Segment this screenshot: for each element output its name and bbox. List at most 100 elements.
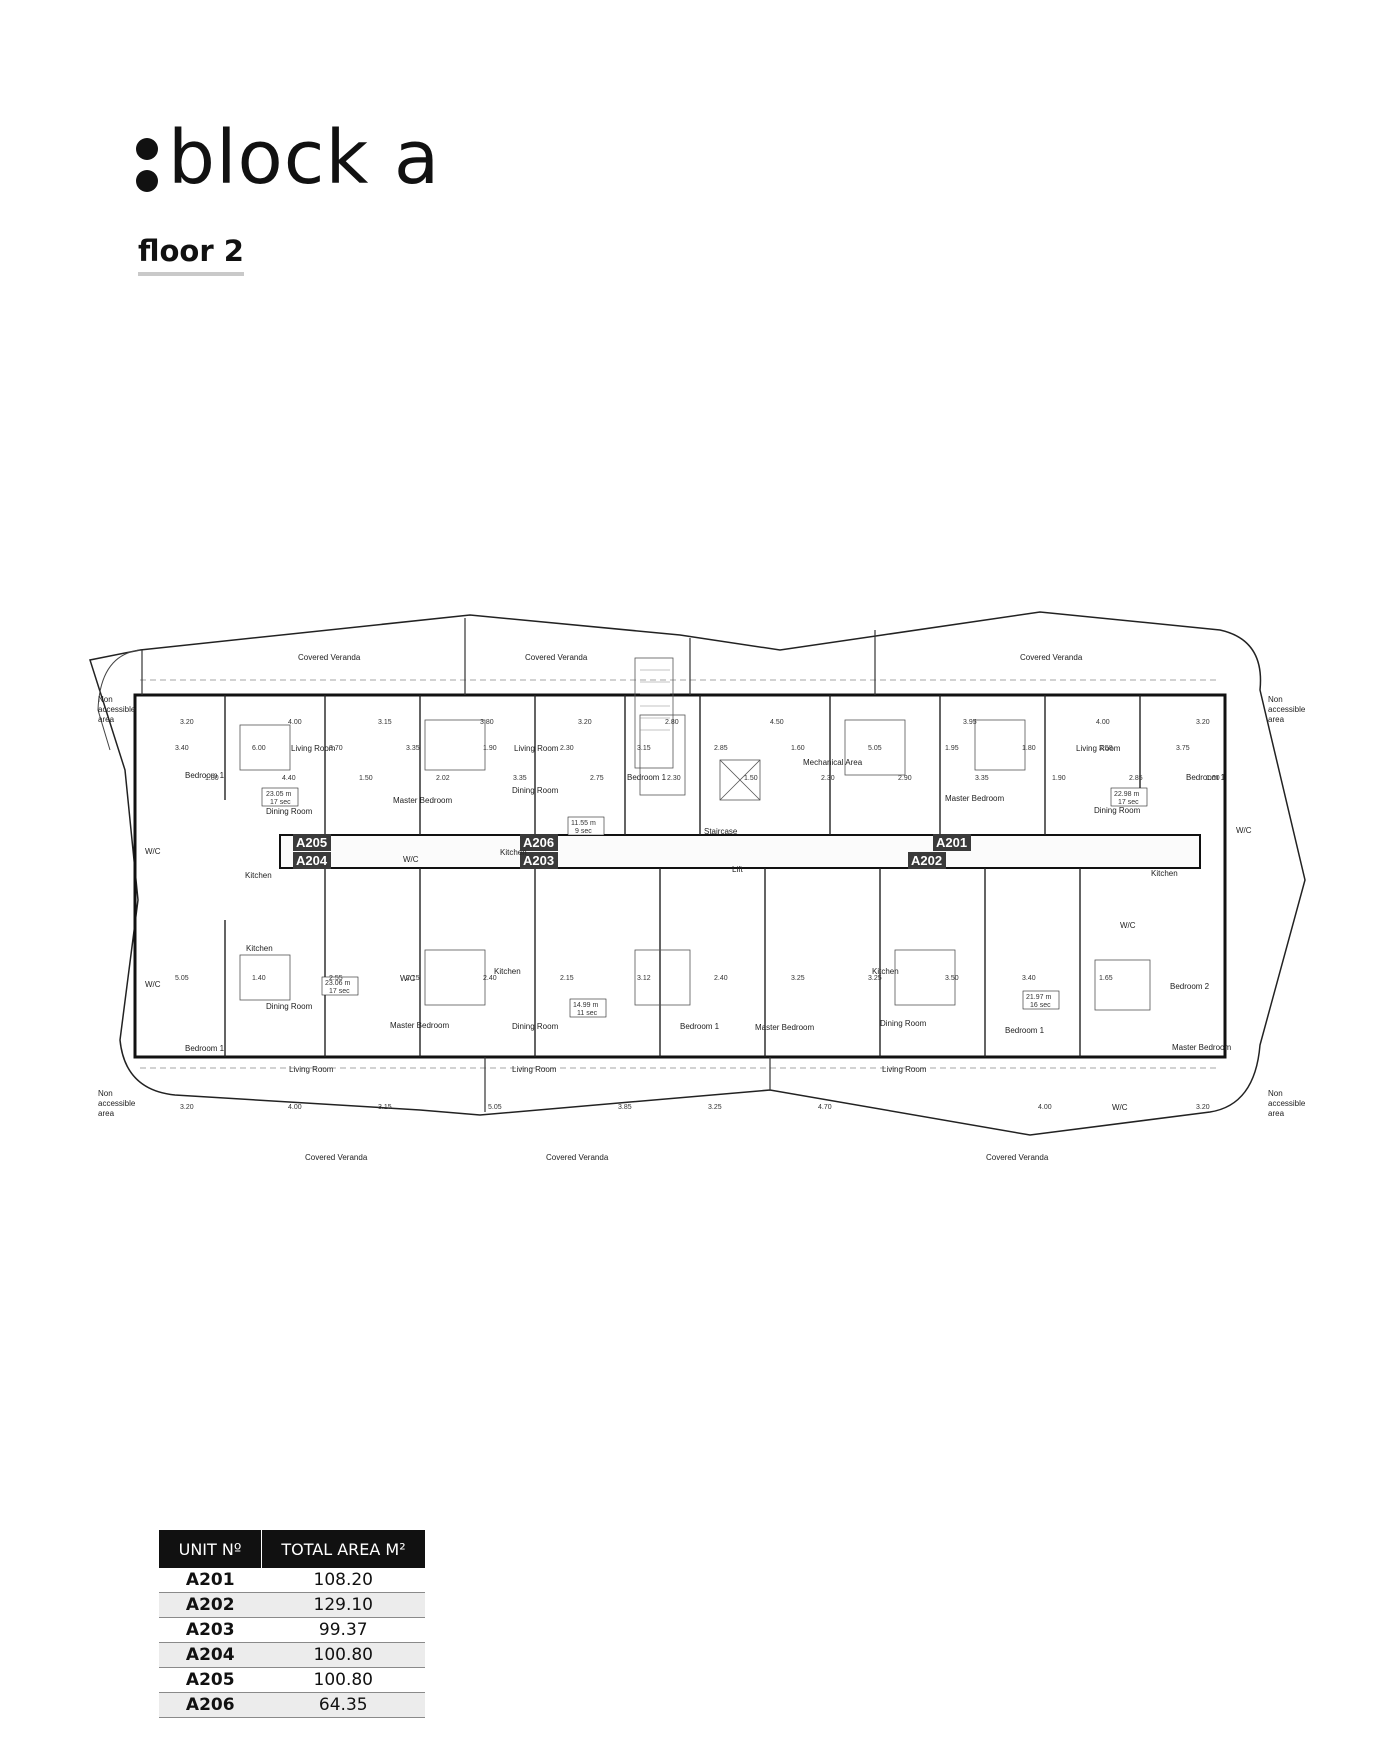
dimension-label: 2.02	[436, 775, 450, 782]
room-label: Dining Room	[512, 1022, 559, 1031]
building-outline	[89, 611, 1306, 1136]
svg-text:A202: A202	[911, 853, 942, 868]
brand-dots-icon	[136, 126, 158, 192]
room-label: Kitchen	[500, 848, 527, 857]
dimension-label: 2.85	[1129, 775, 1143, 782]
dimension-label: 1.50	[744, 775, 758, 782]
unit-cell: A206	[159, 1692, 262, 1718]
dimension-label: 3.12	[637, 975, 651, 982]
unit-tag-a204: A204	[293, 852, 331, 869]
room-label: area	[1268, 1109, 1285, 1118]
dimension-label: 1.90	[1052, 775, 1066, 782]
room-label: accessible	[98, 1099, 136, 1108]
dimension-label: 2.75	[590, 775, 604, 782]
dimension-label: 3.95	[963, 719, 977, 726]
unit-tag-a206: A206	[520, 834, 558, 851]
brand-title: block a	[168, 115, 441, 201]
room-label: Covered Veranda	[525, 653, 588, 662]
room-label: Dining Room	[880, 1019, 927, 1028]
svg-text:A204: A204	[296, 853, 328, 868]
svg-text:17 sec: 17 sec	[329, 988, 350, 995]
room-label: Bedroom 2	[1170, 982, 1210, 991]
unit-cell: A204	[159, 1642, 262, 1668]
unit-tag-a201: A201	[933, 834, 971, 851]
dimension-label: 5.05	[175, 975, 189, 982]
room-label: Non	[98, 1089, 113, 1098]
dimension-label: 4.00	[288, 719, 302, 726]
dimension-label: 2.90	[898, 775, 912, 782]
svg-text:A201: A201	[936, 835, 967, 850]
room-label: accessible	[1268, 705, 1306, 714]
room-label: Bedroom 1	[1005, 1026, 1045, 1035]
room-label: area	[98, 715, 115, 724]
dimension-label: 3.35	[406, 745, 420, 752]
room-label: Living Room	[1076, 744, 1121, 753]
dimension-label: 3.20	[578, 719, 592, 726]
room-label: W/C	[403, 855, 419, 864]
dimension-label: 1.95	[945, 745, 959, 752]
area-cell: 99.37	[261, 1617, 425, 1643]
svg-text:11.55 m: 11.55 m	[571, 820, 596, 827]
dimension-label: 1.50	[359, 775, 373, 782]
room-label: Covered Veranda	[305, 1153, 368, 1162]
dimension-label: 2.15	[406, 975, 420, 982]
dimension-label: 5.05	[488, 1104, 502, 1111]
dimension-label: 4.50	[770, 719, 784, 726]
area-cell: 108.20	[261, 1568, 425, 1593]
dimension-label: 3.40	[175, 745, 189, 752]
room-label: W/C	[145, 847, 161, 856]
room-label: Master Bedroom	[390, 1021, 449, 1030]
svg-text:A205: A205	[296, 835, 327, 850]
svg-text:23.06 m: 23.06 m	[325, 980, 350, 987]
room-label: Non	[98, 695, 113, 704]
room-label: Living Room	[291, 744, 336, 753]
dimension-label: 3.35	[975, 775, 989, 782]
dimension-label: 1.65	[1099, 975, 1113, 982]
dimension-label: 1.80	[205, 775, 219, 782]
room-label: Dining Room	[1094, 806, 1141, 815]
dimension-label: 2.40	[714, 975, 728, 982]
area-cell: 129.10	[261, 1592, 425, 1618]
room-label: Bedroom 1	[185, 771, 225, 780]
dimension-label: 2.40	[483, 975, 497, 982]
dimension-label: 2.30	[821, 775, 835, 782]
unit-cell: A203	[159, 1617, 262, 1643]
room-label: Dining Room	[266, 1002, 313, 1011]
unit-tag-a203: A203	[520, 852, 558, 869]
dimension-label: 1.90	[483, 745, 497, 752]
dimension-label: 5.05	[868, 745, 882, 752]
svg-text:17 sec: 17 sec	[270, 799, 291, 806]
room-label: W/C	[1112, 1103, 1128, 1112]
room-label: Dining Room	[512, 786, 559, 795]
unit-cell: A201	[159, 1568, 262, 1593]
room-label: W/C	[400, 974, 416, 983]
room-label: Dining Room	[266, 807, 313, 816]
room-label: Living Room	[882, 1065, 927, 1074]
room-label: Bedroom 1	[1186, 773, 1226, 782]
dimension-label: 3.20	[180, 1104, 194, 1111]
dimension-label: 3.20	[180, 719, 194, 726]
area-cell: 64.35	[261, 1692, 425, 1718]
room-label: Master Bedroom	[1172, 1043, 1231, 1052]
dimension-label: 1.40	[252, 975, 266, 982]
travel-tag: 14.99 m11 sec	[569, 998, 607, 1018]
room-label: Master Bedroom	[393, 796, 452, 805]
dimension-label: 3.20	[1196, 1104, 1210, 1111]
floor-title: floor 2	[138, 234, 244, 276]
dimension-label: 2.30	[667, 775, 681, 782]
room-label: Bedroom 1	[627, 773, 667, 782]
dimension-label: 2.55	[329, 975, 343, 982]
room-label: W/C	[1236, 826, 1252, 835]
dimension-label: 1.80	[1022, 745, 1036, 752]
svg-text:11 sec: 11 sec	[577, 1010, 598, 1017]
floor-plan: A205 A206 A201 A204 A203 A202 Covered Ve…	[89, 611, 1306, 1162]
brand-logo: block a	[136, 118, 440, 198]
dimension-label: 3.15	[378, 1104, 392, 1111]
travel-tag: 11.55 m9 sec	[567, 816, 605, 836]
dimension-label: 3.20	[1196, 719, 1210, 726]
room-label: accessible	[98, 705, 136, 714]
